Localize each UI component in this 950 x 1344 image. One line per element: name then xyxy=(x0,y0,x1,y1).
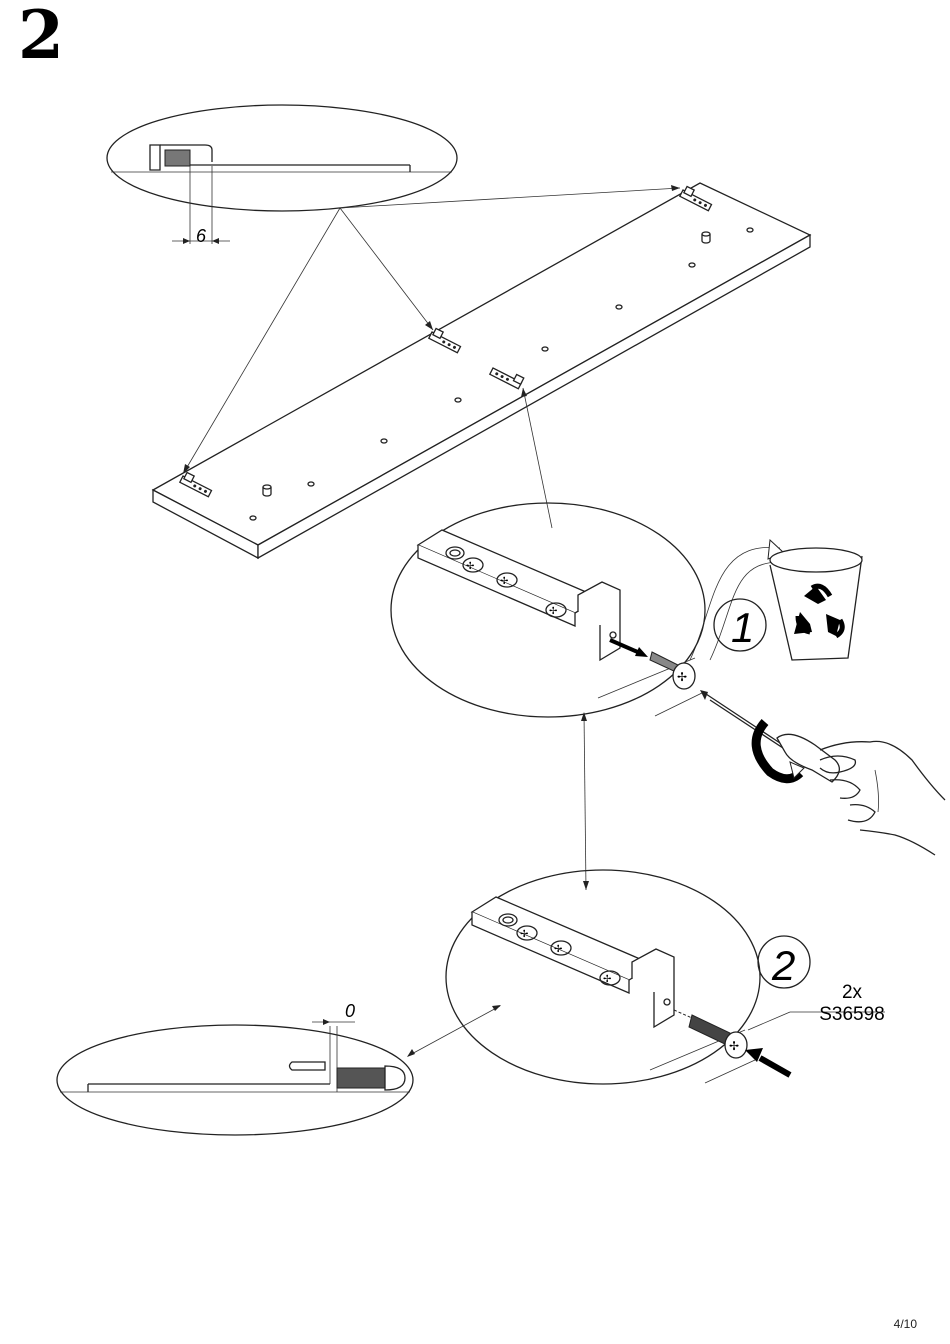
svg-text:✢: ✢ xyxy=(520,929,528,940)
screwdriver-icon xyxy=(700,690,839,782)
svg-text:✢: ✢ xyxy=(677,670,687,684)
detail-insert-screw: ✢ ✢ ✢ ✢ 2 2x S36598 xyxy=(446,870,885,1084)
hand-icon xyxy=(820,741,945,855)
substep-2-number: 2 xyxy=(771,942,795,989)
substep-1-number: 1 xyxy=(731,604,754,651)
svg-text:✢: ✢ xyxy=(466,561,474,572)
page-number: 4/10 xyxy=(894,1317,917,1331)
left-detail-callout: 0 xyxy=(57,1001,413,1135)
detail-link-arrow xyxy=(581,712,589,890)
svg-text:✢: ✢ xyxy=(554,944,562,955)
top-detail-callout: 6 xyxy=(107,105,457,246)
part-quantity: 2x xyxy=(842,982,863,1003)
svg-text:✢: ✢ xyxy=(729,1039,739,1053)
left-dimension-label: 0 xyxy=(345,1001,355,1021)
svg-text:✢: ✢ xyxy=(603,974,611,985)
top-dimension-label: 6 xyxy=(196,226,207,246)
svg-text:✢: ✢ xyxy=(549,606,557,617)
recycle-bin-icon xyxy=(770,548,862,660)
part-code: S36598 xyxy=(819,1004,885,1025)
svg-text:✢: ✢ xyxy=(500,576,508,587)
detail-remove-screw: ✢ ✢ ✢ ✢ 1 xyxy=(391,503,945,855)
shelf-panel xyxy=(153,183,810,558)
